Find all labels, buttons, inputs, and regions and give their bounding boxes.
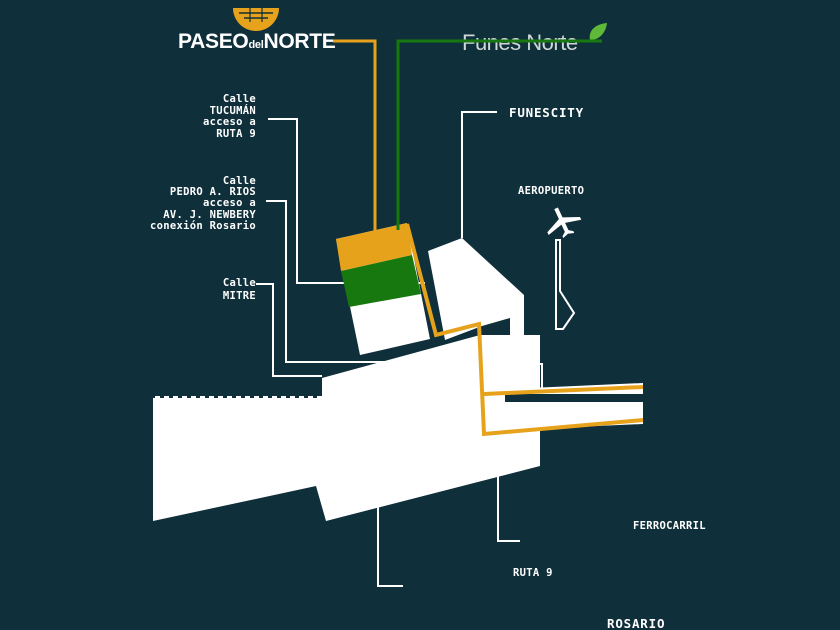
svg-text:Calle: Calle — [223, 277, 256, 289]
paseo-del-norte-logo: PASEOdelNORTE — [178, 0, 336, 53]
paseo-brand-text: PASEOdelNORTE — [178, 30, 336, 53]
airplane-icon — [547, 207, 582, 239]
svg-text:MITRE: MITRE — [223, 290, 256, 302]
funes-area — [153, 335, 540, 521]
label-calle-mitre: Calle MITRE — [223, 277, 256, 302]
label-aeropuerto: AEROPUERTO — [518, 185, 584, 197]
leader-mitre — [256, 283, 322, 377]
funescity-area — [428, 238, 524, 342]
paseo-del-norte-lot — [336, 223, 412, 271]
svg-text:acceso a: acceso a — [203, 116, 256, 128]
leader-ruta9 — [497, 472, 520, 542]
paseo-route-east — [483, 385, 644, 396]
label-ruta9: RUTA 9 — [513, 567, 553, 579]
leaf-icon — [589, 23, 607, 40]
label-ferrocarril: FERROCARRIL — [633, 520, 706, 532]
leader-funes-south — [377, 506, 403, 587]
airport-runway — [555, 239, 576, 330]
svg-text:PEDRO A. RIOS: PEDRO A. RIOS — [170, 186, 256, 198]
paseo-access-route — [333, 39, 377, 232]
leader-funescity — [461, 111, 497, 238]
svg-text:acceso a: acceso a — [203, 197, 256, 209]
corridor-gap — [505, 394, 643, 402]
svg-text:conexión Rosario: conexión Rosario — [150, 220, 256, 232]
svg-text:TUCUMÁN: TUCUMÁN — [210, 104, 256, 117]
funes-norte-lot — [341, 255, 421, 307]
label-calle-pedro-rios: Calle PEDRO A. RIOS acceso a AV. J. NEWB… — [150, 175, 256, 232]
svg-text:Calle: Calle — [223, 175, 256, 187]
paseo-route-south — [405, 223, 644, 437]
paseo-logo-icon — [233, 0, 279, 31]
funes-norte-route — [396, 39, 602, 230]
label-funescity: FUNESCITY — [509, 105, 584, 120]
svg-text:AV. J. NEWBERY: AV. J. NEWBERY — [163, 209, 256, 221]
label-calle-tucuman: Calle TUCUMÁN acceso a RUTA 9 — [203, 93, 256, 140]
svg-text:Calle: Calle — [223, 93, 256, 105]
funes-norte-logo: Funes Norte — [462, 23, 607, 55]
label-rosario: ROSARIO — [607, 616, 665, 630]
label-funes: FUNES — [335, 416, 377, 431]
svg-text:RUTA 9: RUTA 9 — [216, 128, 256, 140]
